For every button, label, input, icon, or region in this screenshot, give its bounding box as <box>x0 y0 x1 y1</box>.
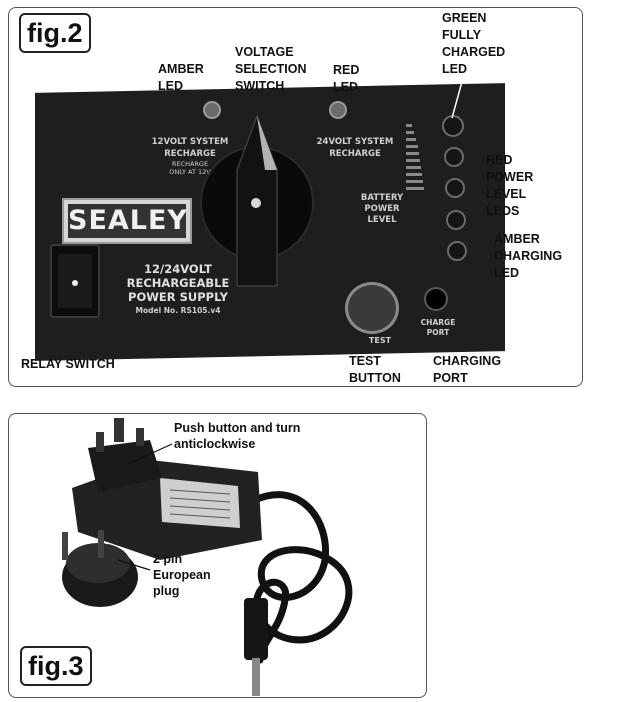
sealey-logo-text: SEALEY <box>68 204 188 238</box>
label-line-3 <box>169 505 231 511</box>
model-number-label: Model No. RS105.v4 <box>135 306 221 315</box>
euro-plug-face <box>66 543 130 583</box>
voltage-selection-switch[interactable] <box>195 108 345 308</box>
power-cable <box>251 491 353 664</box>
amber-led-callout: AMBER LED <box>158 62 204 93</box>
power-bar-9 <box>406 180 423 183</box>
charging-port[interactable] <box>424 287 448 311</box>
uk-plug-pin-earth <box>114 418 124 442</box>
green-led-leader <box>451 77 464 119</box>
charging-port-callout: CHARGING PORT <box>433 354 502 385</box>
relay-switch[interactable] <box>50 244 100 318</box>
label-line-4 <box>169 513 231 519</box>
amber-charging-led <box>447 241 467 261</box>
charge-port-panel-label: CHARGE PORT <box>420 318 456 337</box>
knob-screw <box>251 198 261 208</box>
uk-plug-head <box>88 440 162 492</box>
amber-led <box>203 101 221 119</box>
product-name-label: 12/24VOLT RECHARGEABLE POWER SUPPLY <box>126 262 230 304</box>
red-power-level-led-2 <box>445 178 465 198</box>
test-panel-label: TEST <box>368 336 392 345</box>
sealey-logo: SEALEY <box>62 198 192 244</box>
dc-plug-tip <box>252 658 260 696</box>
power-bar-4 <box>406 145 418 148</box>
power-level-bargraph <box>406 124 424 190</box>
euro-plug-pin-2 <box>98 530 104 558</box>
power-bar-1 <box>406 124 412 127</box>
test-button-callout: TEST BUTTON <box>349 354 401 385</box>
voltage-switch-callout: VOLTAGE SELECTION SWITCH <box>235 45 307 93</box>
push-button-callout: Push button and turn anticlockwise <box>174 421 301 451</box>
push-button-leader <box>127 443 173 465</box>
green-led-callout: GREEN FULLY CHARGED LED <box>442 11 506 76</box>
dc-plug-body <box>244 598 268 660</box>
red-power-level-led-3 <box>446 210 466 230</box>
knob-pointer-highlight <box>257 116 277 170</box>
adaptor-label <box>160 478 240 528</box>
relay-switch-callout: RELAY SWITCH <box>21 357 115 371</box>
uk-plug-pin-1 <box>96 432 104 452</box>
red-power-leds-callout: RED POWER LEVEL LEDS <box>486 153 534 218</box>
power-bar-7 <box>406 166 421 169</box>
label-line-2 <box>169 497 231 503</box>
power-bar-3 <box>406 138 416 141</box>
label-line-1 <box>169 489 231 495</box>
euro-plug-pin-1 <box>62 532 68 560</box>
relay-switch-rocker <box>58 254 92 308</box>
amber-charging-led-callout: AMBER CHARGING LED <box>494 232 563 280</box>
relay-switch-indicator <box>72 280 78 286</box>
euro-plug-leader <box>117 559 151 571</box>
fig2-label: fig.2 <box>19 13 91 53</box>
red-led <box>329 101 347 119</box>
red-led-callout: RED LED <box>333 63 360 94</box>
panel-12v-note: RECHARGE ONLY AT 12V <box>169 160 211 176</box>
led-column <box>442 115 467 261</box>
euro-plug-callout: 2 pin European plug <box>153 552 211 598</box>
red-power-level-led-1 <box>444 147 464 167</box>
power-bar-6 <box>406 159 420 162</box>
uk-plug-pin-2 <box>136 428 144 446</box>
power-bar-10 <box>406 187 424 190</box>
power-bar-8 <box>406 173 422 176</box>
power-bar-2 <box>406 131 414 134</box>
panel-24v-system-label: 24VOLT SYSTEM RECHARGE <box>316 137 394 159</box>
fig3-label: fig.3 <box>20 646 92 686</box>
power-bar-5 <box>406 152 419 155</box>
panel-12v-system-label: 12VOLT SYSTEM RECHARGE <box>151 137 229 159</box>
test-button[interactable] <box>345 282 399 334</box>
battery-power-level-label: BATTERY POWER LEVEL <box>360 193 404 225</box>
